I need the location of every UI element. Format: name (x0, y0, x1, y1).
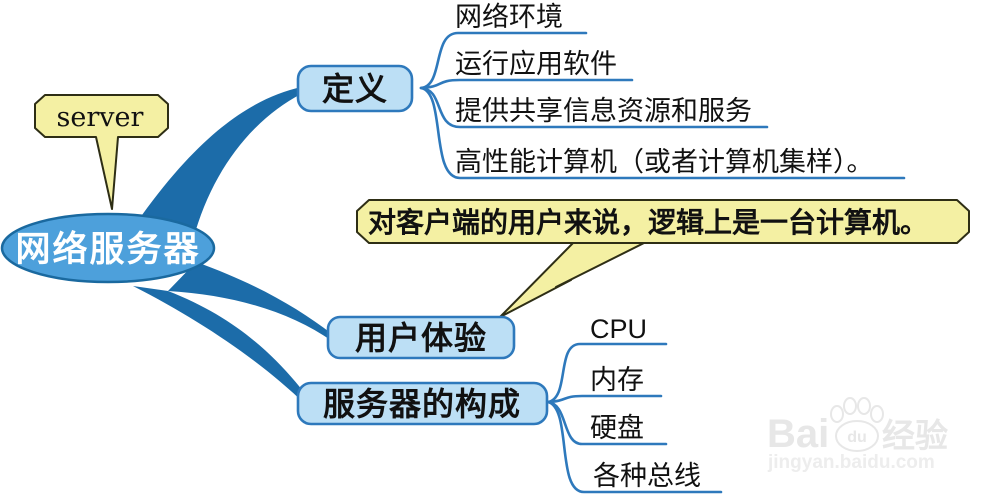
child-share-resources[interactable]: 提供共享信息资源和服务 (455, 96, 752, 126)
connector-share-resources (419, 86, 769, 129)
central-topic-shape (0, 212, 216, 284)
connector-buses (546, 400, 723, 494)
topic-user-experience-label: 用户体验 (355, 320, 487, 356)
note-callout-shape (356, 199, 970, 244)
watermark-url: jingyan.baidu.com (767, 452, 935, 473)
child-high-performance[interactable]: 高性能计算机（或者计算机集样）。 (455, 147, 874, 177)
connector-run-software (419, 78, 634, 90)
topic-definition-label: 定义 (322, 71, 388, 107)
watermark-jingyan-text: 经验 (882, 417, 948, 454)
branch-curve-user-experience (168, 262, 332, 341)
topic-user-experience-shape (326, 315, 516, 360)
child-disk[interactable]: 硬盘 (590, 413, 644, 443)
note-callout[interactable]: 对客户端的用户来说，逻辑上是一台计算机。 (356, 199, 970, 244)
watermark-du-text: du (847, 429, 867, 446)
definition-children: 网络环境 运行应用软件 提供共享信息资源和服务 高性能计算机（或者计算机集样）。 (455, 2, 874, 177)
topic-composition-label: 服务器的构成 (323, 386, 521, 422)
connector-memory (546, 394, 663, 404)
central-topic-label: 网络服务器 (15, 229, 200, 269)
branch-curve-definition (142, 87, 301, 240)
watermark: Bai du 经验 jingyan.baidu.com (767, 397, 948, 473)
composition-child-connectors (546, 342, 723, 494)
server-callout[interactable]: server (34, 94, 169, 210)
topic-definition-shape (296, 64, 414, 113)
child-network-env[interactable]: 网络环境 (455, 2, 563, 32)
server-callout-label: server (57, 102, 144, 133)
topic-user-experience[interactable]: 用户体验 (326, 315, 516, 360)
connector-high-performance (419, 86, 906, 180)
note-callout-label: 对客户端的用户来说，逻辑上是一台计算机。 (368, 206, 928, 238)
child-memory[interactable]: 内存 (590, 365, 644, 395)
composition-children: CPU 内存 硬盘 各种总线 (590, 314, 701, 491)
connector-network-env (419, 31, 588, 90)
topic-composition[interactable]: 服务器的构成 (296, 381, 549, 426)
paw-icon (830, 397, 884, 452)
topic-composition-shape (296, 381, 549, 426)
branch-curves (133, 87, 332, 406)
note-callout-tail (499, 240, 649, 318)
topic-definition[interactable]: 定义 (296, 64, 414, 113)
child-buses[interactable]: 各种总线 (593, 461, 701, 491)
definition-child-connectors (419, 31, 906, 180)
server-callout-shape (34, 94, 169, 210)
child-run-software[interactable]: 运行应用软件 (455, 49, 617, 79)
connector-cpu (546, 342, 668, 404)
watermark-bai-text: Bai (767, 412, 829, 456)
central-topic[interactable]: 网络服务器 (0, 212, 216, 284)
child-cpu[interactable]: CPU (590, 314, 647, 344)
